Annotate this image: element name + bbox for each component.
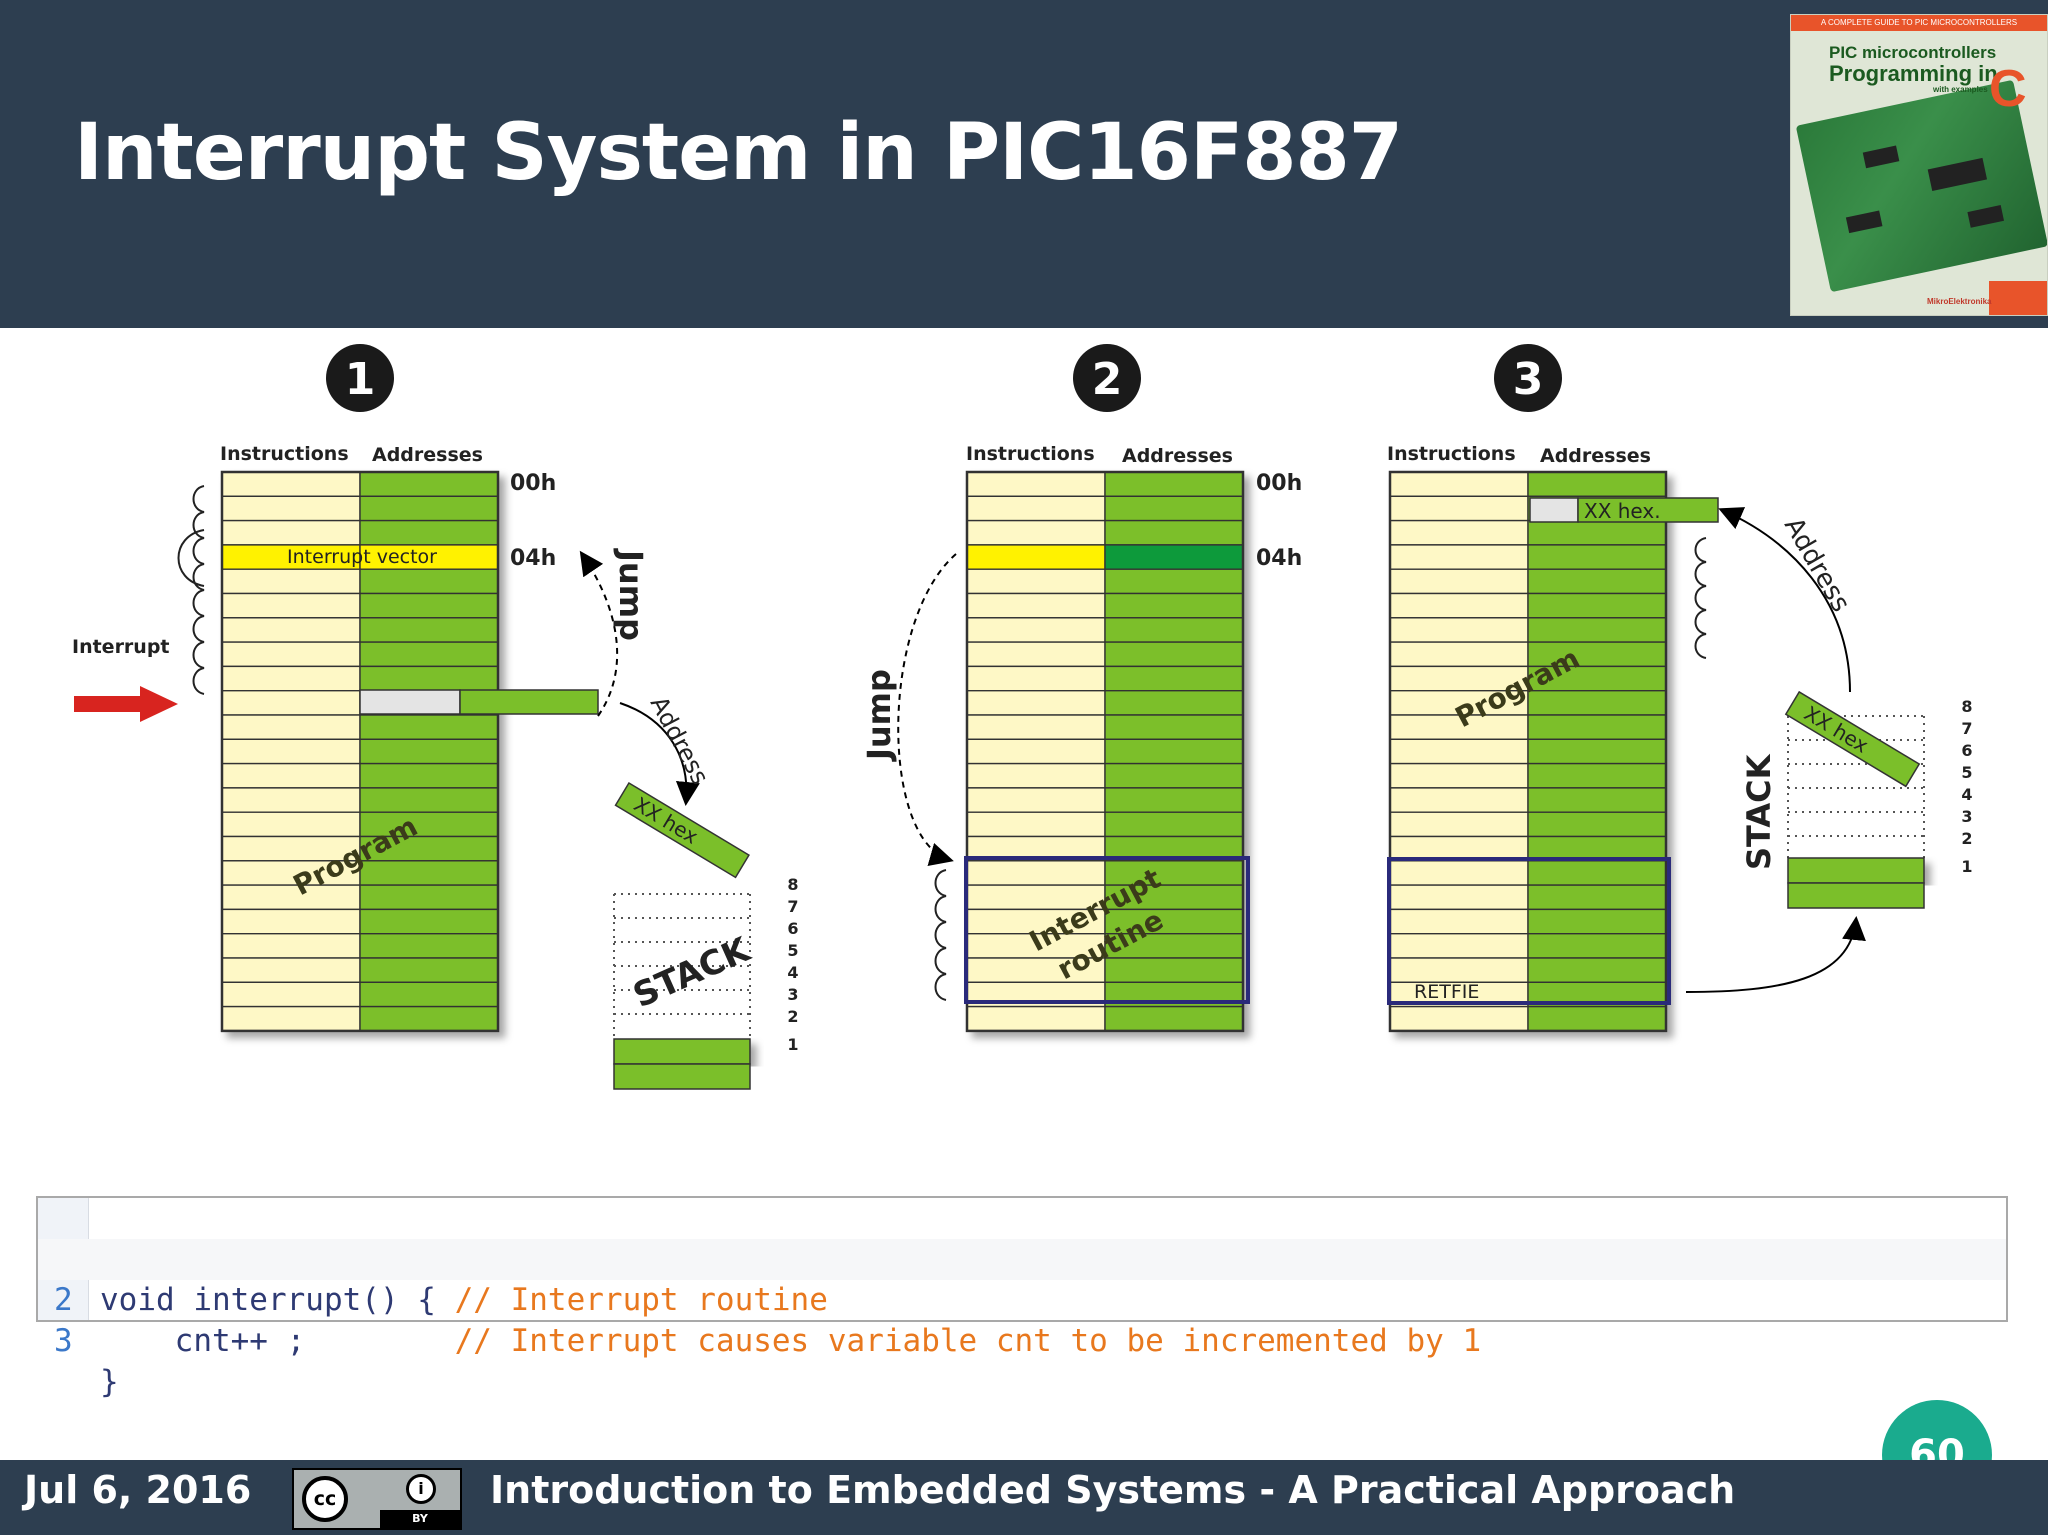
address-arrow-3 [1718, 507, 1851, 693]
stack-level-4: 4 [1961, 785, 1972, 804]
jump-arrow-1 [579, 550, 619, 717]
column-instructions-1: Instructions [220, 443, 349, 465]
red-arrow-icon [74, 686, 178, 722]
svg-text:3: 3 [1513, 354, 1544, 405]
code-line-2: 2 cnt++ ; // Interrupt causes variable c… [38, 1239, 2006, 1359]
book-line-1: PIC microcontrollers [1829, 43, 1997, 62]
line-number: 2 [54, 1282, 73, 1318]
footer-date: Jul 6, 2016 [24, 1468, 252, 1512]
code-text: } [100, 1364, 119, 1400]
interrupt-vector-label: Interrupt vector [287, 546, 437, 568]
book-corner-band [1989, 281, 2047, 315]
interrupt-label: Interrupt [72, 636, 170, 658]
interrupt-diagram: 1 2 3 Instructions Addresses Instruction… [72, 344, 1973, 1090]
stack-level-7: 7 [787, 897, 798, 916]
stack-level-1: 1 [787, 1035, 798, 1054]
stack-level-2: 2 [787, 1007, 798, 1026]
address-arrow-1 [619, 702, 700, 806]
svg-text:2: 2 [1092, 354, 1123, 405]
cc-icon: cc [302, 1476, 348, 1522]
program-counter-slot-3: XX hex. [1529, 497, 1719, 523]
stack-level-2: 2 [1961, 829, 1972, 848]
line-number: 3 [54, 1323, 73, 1359]
column-instructions-3: Instructions [1387, 443, 1516, 465]
stack-level-6: 6 [787, 919, 798, 938]
column-addresses-1: Addresses [372, 444, 483, 466]
column-addresses-2: Addresses [1122, 445, 1233, 467]
column-instructions-2: Instructions [966, 443, 1095, 465]
footer-title: Introduction to Embedded Systems - A Pra… [490, 1468, 1736, 1512]
code-line-3: 3 } [38, 1280, 2006, 1400]
address-00h-1: 00h [510, 471, 556, 496]
stack-level-7: 7 [1961, 719, 1972, 738]
step-number-1: 1 [326, 344, 394, 412]
stack-level-3: 3 [1961, 807, 1972, 826]
memory-grid-3 [1388, 470, 1668, 1033]
program-counter-slot-1 [359, 689, 599, 715]
stack-label-3: STACK [1740, 753, 1778, 870]
stack-level-8: 8 [1961, 697, 1972, 716]
address-label-1: Address [645, 692, 715, 790]
stack-level-5: 5 [1961, 763, 1972, 782]
code-text: cnt++ ; [100, 1323, 455, 1359]
code-comment: // Interrupt routine [454, 1282, 828, 1318]
slide-title: Interrupt System in PIC16F887 [74, 108, 1403, 198]
jump-label-1: Jump [612, 548, 650, 641]
svg-text:1: 1 [345, 354, 376, 405]
retfie-label: RETFIE [1414, 981, 1479, 1003]
code-comment: // Interrupt causes variable cnt to be i… [454, 1323, 1482, 1359]
code-text: void interrupt() { [100, 1282, 455, 1318]
address-label-3: Address [1778, 513, 1856, 618]
attribution-icon: i [406, 1474, 436, 1504]
return-arrow-3 [1685, 916, 1866, 993]
xx-hex-label-3: XX hex. [1584, 499, 1661, 523]
column-addresses-3: Addresses [1540, 445, 1651, 467]
book-line-2: Programming in [1829, 61, 1998, 86]
stack-level-4: 4 [787, 963, 798, 982]
stack-level-6: 6 [1961, 741, 1972, 760]
step-number-3: 3 [1494, 344, 1562, 412]
book-cover-image: A COMPLETE GUIDE TO PIC MICROCONTROLLERS… [1790, 14, 2048, 316]
address-04h-2: 04h [1256, 546, 1302, 571]
book-line-3: with examples [1933, 85, 1988, 94]
address-04h-1: 04h [510, 546, 556, 571]
by-label: BY [380, 1510, 460, 1528]
routine-squiggle-2 [934, 869, 947, 1001]
memory-grid-1 [220, 470, 500, 1033]
return-squiggle-3 [1694, 537, 1707, 659]
jump-arrow-2 [897, 553, 957, 866]
memory-grid-2 [965, 470, 1245, 1033]
book-big-letter: C [1989, 60, 2027, 118]
interrupt-routine-box-3 [1387, 857, 1671, 1005]
code-listing: 1 void interrupt() { // Interrupt routin… [36, 1196, 2008, 1400]
cc-by-license-badge: cc i BY [292, 1468, 462, 1530]
interrupt-routine-box-2 [964, 856, 1250, 1004]
slide-header [0, 0, 2048, 328]
stack-level-3: 3 [787, 985, 798, 1004]
address-00h-2: 00h [1256, 471, 1302, 496]
stack-level-5: 5 [787, 941, 798, 960]
stack-level-1: 1 [1961, 857, 1972, 876]
stack-level-8: 8 [787, 875, 798, 894]
book-band-text: A COMPLETE GUIDE TO PIC MICROCONTROLLERS [1791, 15, 2047, 31]
book-publisher: MikroElektronika [1927, 297, 1992, 306]
jump-label-2: Jump [860, 669, 898, 762]
interrupt-wait-squiggle-1 [192, 485, 205, 695]
step-number-2: 2 [1073, 344, 1141, 412]
code-line-1: 1 void interrupt() { // Interrupt routin… [38, 1198, 2006, 1318]
